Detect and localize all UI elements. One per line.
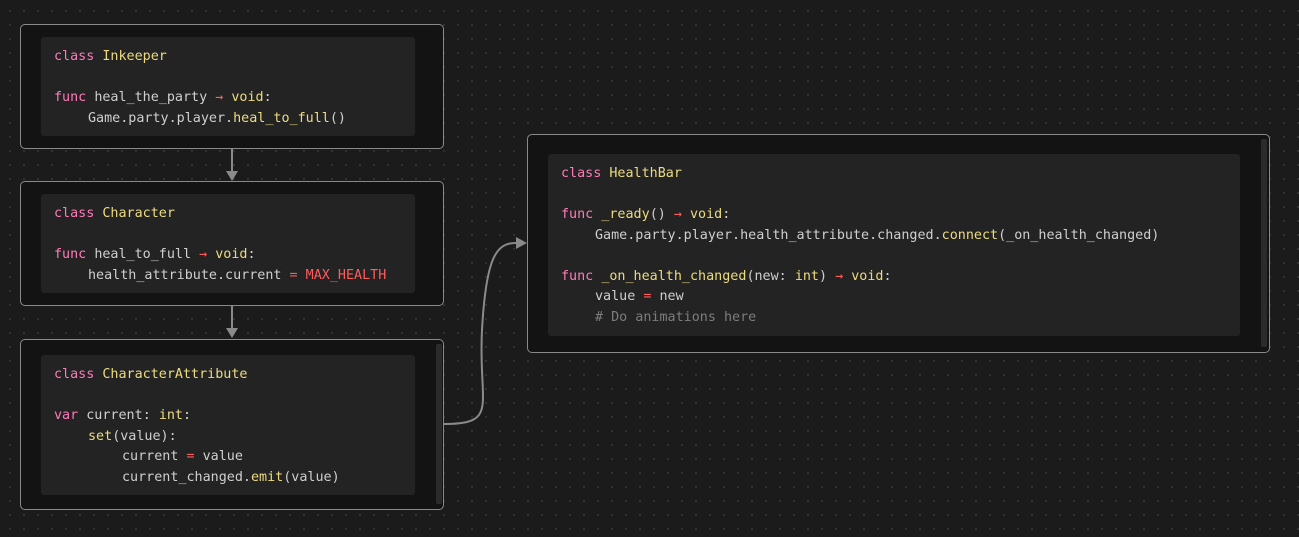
setter-keyword: set bbox=[88, 428, 113, 444]
colon: : bbox=[183, 408, 192, 423]
func-name: heal_the_party bbox=[94, 90, 208, 105]
emit-name: emit bbox=[251, 469, 284, 485]
return-arrow: → bbox=[215, 90, 224, 105]
class-keyword: class bbox=[561, 166, 602, 181]
return-type: void bbox=[231, 90, 264, 105]
class-declaration: class HealthBar bbox=[561, 164, 1227, 185]
var-declaration: var current: int: bbox=[54, 406, 402, 427]
constant: MAX_HEALTH bbox=[305, 267, 387, 283]
setter-declaration: set(value): bbox=[54, 427, 402, 448]
code-comment: # Do animations here bbox=[561, 308, 1227, 329]
assign-operator: = bbox=[289, 267, 298, 283]
return-arrow: → bbox=[199, 247, 208, 262]
blank-line bbox=[54, 386, 402, 407]
arrowhead-character-attribute bbox=[226, 328, 238, 338]
colon: : bbox=[142, 408, 151, 423]
assign-value: value bbox=[202, 449, 243, 464]
arrowhead-health-bar bbox=[516, 237, 527, 249]
value-assignment: value = new bbox=[561, 287, 1227, 308]
call-name: heal_to_full bbox=[233, 110, 330, 126]
param-type: int bbox=[794, 268, 819, 284]
connect-name: connect bbox=[941, 227, 999, 243]
func-keyword: func bbox=[54, 90, 87, 105]
emit-args: (value) bbox=[283, 469, 340, 485]
class-declaration: class CharacterAttribute bbox=[54, 365, 402, 386]
func-body: health_attribute.current = MAX_HEALTH bbox=[54, 266, 402, 287]
class-name: Character bbox=[102, 206, 175, 221]
class-name: CharacterAttribute bbox=[102, 367, 248, 382]
class-declaration: class Character bbox=[54, 204, 402, 225]
node-inkeeper[interactable]: class Inkeeper func heal_the_party → voi… bbox=[20, 24, 444, 149]
connect-call: Game.party.player.health_attribute.chang… bbox=[561, 226, 1227, 247]
node-health-bar[interactable]: class HealthBar func _ready() → void: Ga… bbox=[527, 134, 1270, 353]
assign-target: health_attribute.current bbox=[88, 267, 282, 283]
func-handler-signature: func _on_health_changed(new: int) → void… bbox=[561, 267, 1227, 288]
call-target: Game.party.player. bbox=[88, 110, 234, 126]
code-block-health-bar: class HealthBar func _ready() → void: Ga… bbox=[548, 154, 1240, 336]
class-name: Inkeeper bbox=[102, 49, 167, 64]
func-ready-signature: func _ready() → void: bbox=[561, 205, 1227, 226]
blank-line bbox=[54, 225, 402, 246]
func-name: _on_health_changed bbox=[601, 268, 747, 284]
call-args: () bbox=[329, 110, 346, 126]
scrollbar[interactable] bbox=[1261, 139, 1267, 347]
return-type: void bbox=[215, 247, 248, 262]
assign-target: current bbox=[122, 449, 179, 464]
return-arrow: → bbox=[835, 268, 844, 284]
node-character-attribute[interactable]: class CharacterAttribute var current: in… bbox=[20, 339, 444, 510]
return-arrow: → bbox=[673, 207, 682, 222]
edge-character-attribute-to-health-bar bbox=[443, 241, 518, 425]
code-block-inkeeper: class Inkeeper func heal_the_party → voi… bbox=[41, 37, 415, 136]
class-name: HealthBar bbox=[609, 166, 682, 181]
func-signature: func heal_the_party → void: bbox=[54, 88, 402, 109]
code-block-character: class Character func heal_to_full → void… bbox=[41, 194, 415, 293]
class-keyword: class bbox=[54, 49, 95, 64]
signal-target: current_changed. bbox=[122, 469, 251, 485]
scrollbar[interactable] bbox=[436, 344, 442, 504]
blank-line bbox=[561, 185, 1227, 206]
code-block-character-attribute: class CharacterAttribute var current: in… bbox=[41, 355, 415, 495]
func-body: Game.party.player.heal_to_full() bbox=[54, 109, 402, 130]
var-name: current bbox=[86, 408, 143, 423]
class-keyword: class bbox=[54, 206, 95, 221]
return-type: void bbox=[851, 268, 884, 284]
colon: : bbox=[263, 90, 272, 105]
connect-args: (_on_health_changed) bbox=[998, 227, 1160, 243]
assign-operator: = bbox=[186, 449, 195, 464]
blank-line bbox=[561, 246, 1227, 267]
param-open: (new: bbox=[746, 268, 795, 284]
func-name: heal_to_full bbox=[94, 247, 192, 262]
param-close: ) bbox=[819, 268, 828, 284]
func-parens: () bbox=[649, 207, 666, 222]
class-declaration: class Inkeeper bbox=[54, 47, 402, 68]
setter-args: (value): bbox=[112, 428, 177, 444]
var-type: int bbox=[158, 408, 183, 423]
colon: : bbox=[722, 207, 731, 222]
comment-text: # Do animations here bbox=[595, 309, 757, 325]
assign-value: new bbox=[659, 289, 684, 304]
func-signature: func heal_to_full → void: bbox=[54, 245, 402, 266]
return-type: void bbox=[690, 207, 723, 222]
func-keyword: func bbox=[54, 247, 87, 262]
func-name: _ready bbox=[601, 207, 650, 222]
func-keyword: func bbox=[561, 268, 594, 284]
arrowhead-character bbox=[226, 171, 238, 181]
emit-call: current_changed.emit(value) bbox=[54, 468, 402, 489]
var-keyword: var bbox=[54, 408, 79, 423]
func-keyword: func bbox=[561, 207, 594, 222]
setter-assignment: current = value bbox=[54, 447, 402, 468]
class-keyword: class bbox=[54, 367, 95, 382]
assign-target: value bbox=[595, 289, 636, 304]
colon: : bbox=[883, 268, 892, 284]
blank-line bbox=[54, 68, 402, 89]
signal-target: Game.party.player.health_attribute.chang… bbox=[595, 227, 942, 243]
node-character[interactable]: class Character func heal_to_full → void… bbox=[20, 181, 444, 306]
colon: : bbox=[247, 247, 256, 262]
assign-operator: = bbox=[643, 289, 652, 304]
